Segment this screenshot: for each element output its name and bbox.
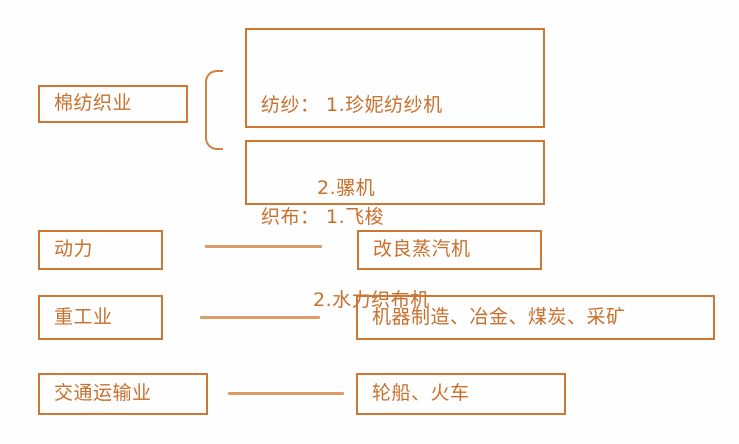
node-heavy-industry-detail[interactable]: 机器制造、冶金、煤炭、采矿	[356, 295, 715, 340]
node-spinning[interactable]: 纺纱： 1.珍妮纺纱机 2.骡机	[245, 28, 545, 199]
node-spinning-text: 纺纱： 1.珍妮纺纱机 2.骡机	[261, 37, 443, 257]
connector-transportation	[228, 392, 344, 395]
node-spinning-line-1: 纺纱： 1.珍妮纺纱机	[261, 94, 443, 117]
node-power-detail[interactable]: 改良蒸汽机	[357, 230, 542, 270]
node-transportation-detail[interactable]: 轮船、火车	[356, 373, 566, 415]
node-cotton-textile-label: 棉纺织业	[54, 92, 133, 115]
node-weaving-line-1: 织布： 1.飞梭	[261, 206, 385, 229]
node-transportation-label-text: 交通运输业	[54, 382, 152, 405]
node-heavy-industry-label[interactable]: 重工业	[38, 295, 163, 340]
node-power-label[interactable]: 动力	[38, 230, 163, 270]
node-cotton-textile[interactable]: 棉纺织业	[38, 85, 188, 123]
node-heavy-industry-label-text: 重工业	[54, 305, 113, 328]
group-bracket-icon	[205, 70, 223, 150]
node-power-detail-text: 改良蒸汽机	[373, 238, 471, 261]
node-transportation-label[interactable]: 交通运输业	[38, 373, 208, 415]
node-heavy-industry-detail-text: 机器制造、冶金、煤炭、采矿	[372, 305, 626, 328]
node-weaving-text: 织布： 1.飞梭 2.水力织布机	[261, 149, 430, 369]
connector-power	[205, 245, 322, 248]
node-spinning-line-2: 2.骡机	[317, 176, 376, 199]
node-weaving[interactable]: 织布： 1.飞梭 2.水力织布机	[245, 140, 545, 311]
connector-heavy-industry	[200, 316, 320, 319]
node-transportation-detail-text: 轮船、火车	[372, 382, 470, 405]
node-weaving-line-2: 2.水力织布机	[313, 288, 430, 311]
node-power-label-text: 动力	[54, 238, 94, 261]
